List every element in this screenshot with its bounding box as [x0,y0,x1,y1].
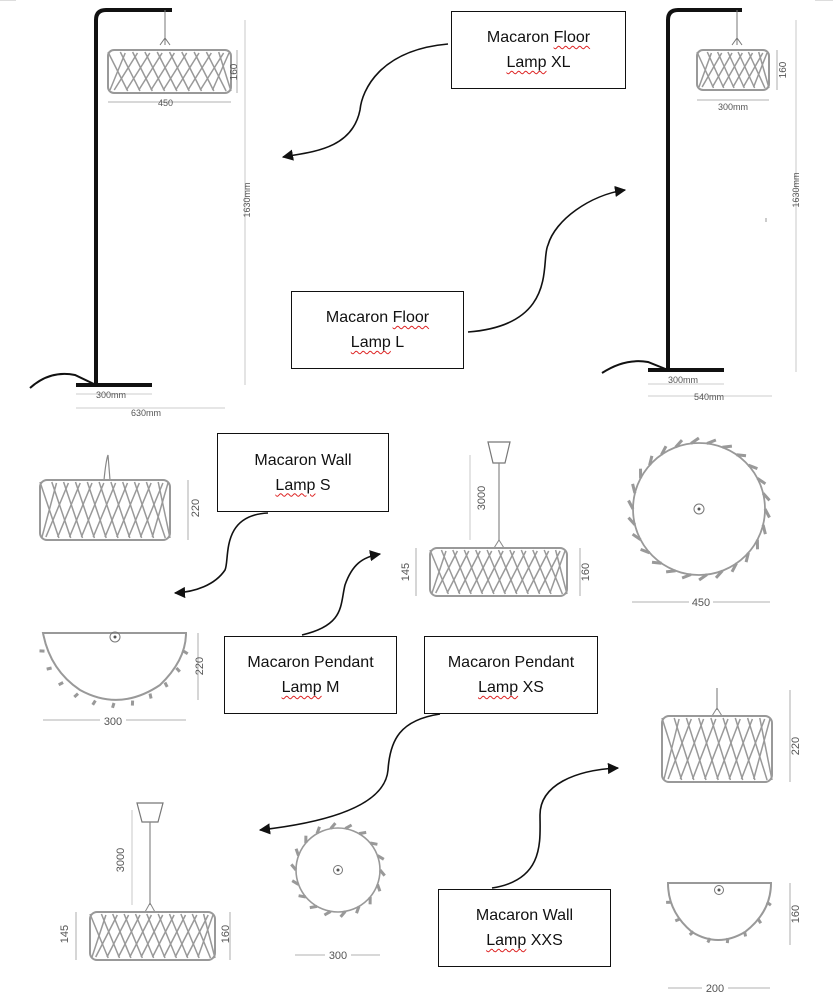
wall-lamp-s-front [39,454,189,541]
pendant-lamp-xs-front [75,802,231,961]
xs-shade-left: 145 [59,925,71,943]
label-wall-s-w2: Lamp [275,476,316,494]
label-floor-l-w4: L [395,334,405,351]
xl-total-height: 1630mm [242,182,252,217]
xxs-front-height: 220 [790,737,802,755]
l-reach: 540mm [694,392,724,402]
pendant-lamp-xs-plan [290,822,386,956]
arrow-wall-xxs [491,762,620,889]
label-floor-l-w2: Floor [392,309,430,326]
label-floor-lamp-l: Macaron Floor Lamp L [291,291,464,369]
m-plan-width: 450 [692,597,710,609]
label-pendant-xs-w1: Macaron Pendant [447,654,575,671]
xs-shade-right: 160 [220,925,232,943]
label-wall-xxs-w2: Lamp [486,932,527,949]
label-pendant-m-w3: M [326,679,340,696]
xxs-plan-height: 160 [790,905,802,923]
xxs-plan-width-bg [702,983,728,994]
xl-shade-height: 160 [229,63,240,80]
label-pendant-lamp-m: Macaron Pendant Lamp M [224,636,397,714]
xs-plan-width-bg [325,950,351,961]
arrow-floor-l [467,185,627,333]
xl-reach: 630mm [131,408,161,418]
xs-plan-width: 300 [329,950,347,962]
wall-lamp-xxs-plan [666,882,791,989]
xs-cable-length: 3000 [115,848,127,872]
label-pendant-m-w1: Macaron Pendant [247,654,374,671]
m-shade-left: 145 [400,563,412,581]
label-wall-s-w3: S [319,476,331,494]
s-plan-width: 300 [104,716,122,728]
arrow-floor-xl [281,43,449,161]
label-wall-lamp-s: Macaron Wall Lamp S [217,433,389,512]
xl-base-width: 300mm [96,390,126,400]
s-plan-width-bg [100,716,126,726]
label-floor-xl-w1: Macaron [486,29,550,46]
label-wall-xxs-w3: XXS [530,932,563,949]
m-cable-length: 3000 [476,486,488,510]
wall-lamp-s-plan [39,631,199,721]
s-plan-height: 220 [194,657,206,675]
label-floor-lamp-xl: Macaron Floor Lamp XL [451,11,626,89]
wall-lamp-xxs-front [661,688,791,783]
pendant-lamp-m-front [415,441,581,597]
label-pendant-m-w2: Lamp [281,679,322,696]
arrow-pendant-m [301,550,382,636]
s-front-height: 220 [190,499,202,517]
label-wall-s-w1: Macaron Wall [254,451,352,469]
label-floor-xl-w2: Floor [553,29,591,46]
label-floor-l-w3: Lamp [350,334,391,351]
arrow-pendant-xs [258,713,441,835]
xl-shade-width: 450 [158,98,173,108]
floor-lamp-xl-drawing [29,8,246,409]
label-pendant-xs-w2: Lamp [478,679,519,696]
label-wall-lamp-xxs: Macaron Wall Lamp XXS [438,889,611,967]
label-floor-xl-w3: Lamp [506,54,547,71]
l-total-height: 1630mm [791,172,801,207]
label-floor-l-w1: Macaron [325,309,389,326]
m-plan-width-bg [689,597,713,608]
arrow-wall-s [173,512,269,599]
label-pendant-lamp-xs: Macaron Pendant Lamp XS [424,636,598,714]
l-shade-width: 300mm [718,102,748,112]
xxs-plan-width: 200 [706,983,724,995]
l-base-width: 300mm [668,375,698,385]
label-wall-xxs-w1: Macaron Wall [475,907,574,924]
l-shade-height: 160 [778,61,789,78]
floor-lamp-l-drawing [601,8,797,397]
m-shade-right: 160 [580,563,592,581]
label-floor-xl-w4: XL [550,54,571,71]
pendant-lamp-m-plan [627,436,771,603]
label-pendant-xs-w3: XS [522,679,544,696]
